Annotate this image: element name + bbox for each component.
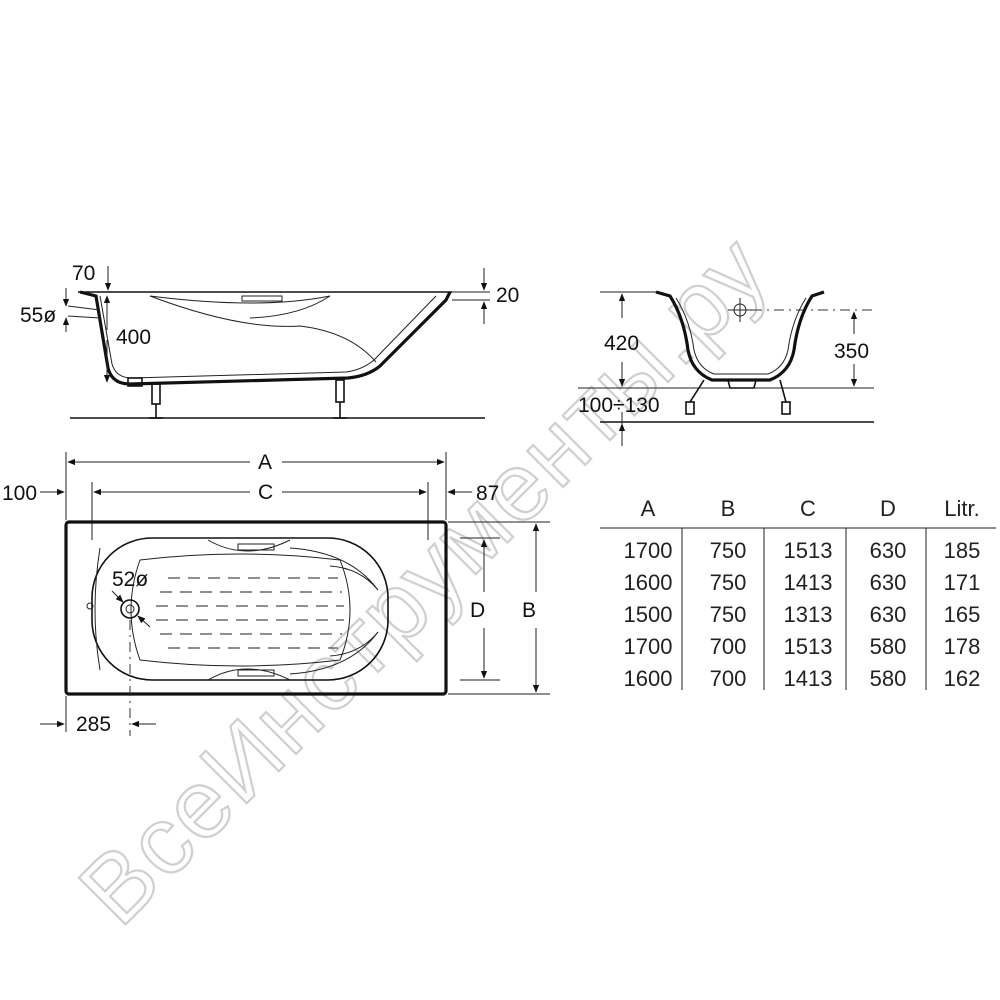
svg-text:750: 750 <box>710 570 747 595</box>
watermark: ВсеИнструменты.ру <box>58 214 790 946</box>
dim-left-offset: 100 <box>2 482 37 505</box>
svg-text:185: 185 <box>944 538 981 563</box>
side-view: 70 55ø 400 20 <box>20 262 519 419</box>
dim-rim-thickness: 70 <box>72 262 95 285</box>
svg-text:750: 750 <box>710 602 747 627</box>
svg-text:630: 630 <box>870 570 907 595</box>
tub-outline <box>64 520 448 696</box>
dim-inner-width-d: D <box>470 599 485 622</box>
svg-text:630: 630 <box>870 538 907 563</box>
svg-text:580: 580 <box>870 634 907 659</box>
leg <box>685 401 695 415</box>
svg-text:1700: 1700 <box>624 634 673 659</box>
table-header-a: A <box>641 496 656 521</box>
dim-leg-range: 100÷130 <box>578 394 660 417</box>
dim-length-a: A <box>258 451 272 474</box>
leg <box>151 383 161 405</box>
svg-text:1413: 1413 <box>784 570 833 595</box>
dim-rim-height: 20 <box>496 284 519 307</box>
tub-basin <box>91 537 389 681</box>
table-row: 1600 700 1413 580 162 <box>624 666 981 691</box>
svg-text:630: 630 <box>870 602 907 627</box>
svg-text:ВсеИнструменты.ру: ВсеИнструменты.ру <box>59 215 789 945</box>
svg-text:580: 580 <box>870 666 907 691</box>
table-header-c: C <box>800 496 816 521</box>
svg-text:1600: 1600 <box>624 570 673 595</box>
leg <box>335 379 345 403</box>
svg-text:1600: 1600 <box>624 666 673 691</box>
dimensions-table: A B C D Litr. 1700 750 1513 630 185 1600… <box>600 496 996 691</box>
svg-text:1513: 1513 <box>784 634 833 659</box>
svg-text:178: 178 <box>944 634 981 659</box>
table-row: 1700 750 1513 630 185 <box>624 538 981 563</box>
leg <box>781 401 791 415</box>
dim-inner-length-c: C <box>258 481 273 504</box>
anti-slip-pattern <box>156 577 344 649</box>
dim-width-b: B <box>522 599 536 622</box>
table-header-litr: Litr. <box>944 496 979 521</box>
drain <box>120 599 140 619</box>
table-header-b: B <box>721 496 736 521</box>
dim-right-offset: 87 <box>476 482 499 505</box>
table-row: 1700 700 1513 580 178 <box>624 634 981 659</box>
svg-text:1500: 1500 <box>624 602 673 627</box>
table-row: 1500 750 1313 630 165 <box>624 602 981 627</box>
end-shell <box>655 290 825 382</box>
dim-drain-diameter: 52ø <box>112 568 148 591</box>
table-row: 1600 750 1413 630 171 <box>624 570 981 595</box>
side-shell <box>79 290 452 386</box>
dim-end-height: 420 <box>604 332 639 355</box>
dim-overflow-height: 350 <box>834 340 869 363</box>
table-header-d: D <box>880 496 896 521</box>
svg-text:1413: 1413 <box>784 666 833 691</box>
top-view: A C 100 87 52ø <box>2 451 550 736</box>
dim-side-depth: 400 <box>116 326 151 349</box>
svg-text:171: 171 <box>944 570 981 595</box>
dim-overflow-diameter: 55ø <box>20 304 56 327</box>
svg-text:165: 165 <box>944 602 981 627</box>
svg-text:1313: 1313 <box>784 602 833 627</box>
dim-drain-offset: 285 <box>76 713 111 736</box>
svg-text:700: 700 <box>710 634 747 659</box>
end-view: 420 350 100÷130 <box>578 290 874 446</box>
svg-text:700: 700 <box>710 666 747 691</box>
svg-text:162: 162 <box>944 666 981 691</box>
svg-text:750: 750 <box>710 538 747 563</box>
svg-text:1700: 1700 <box>624 538 673 563</box>
svg-text:1513: 1513 <box>784 538 833 563</box>
